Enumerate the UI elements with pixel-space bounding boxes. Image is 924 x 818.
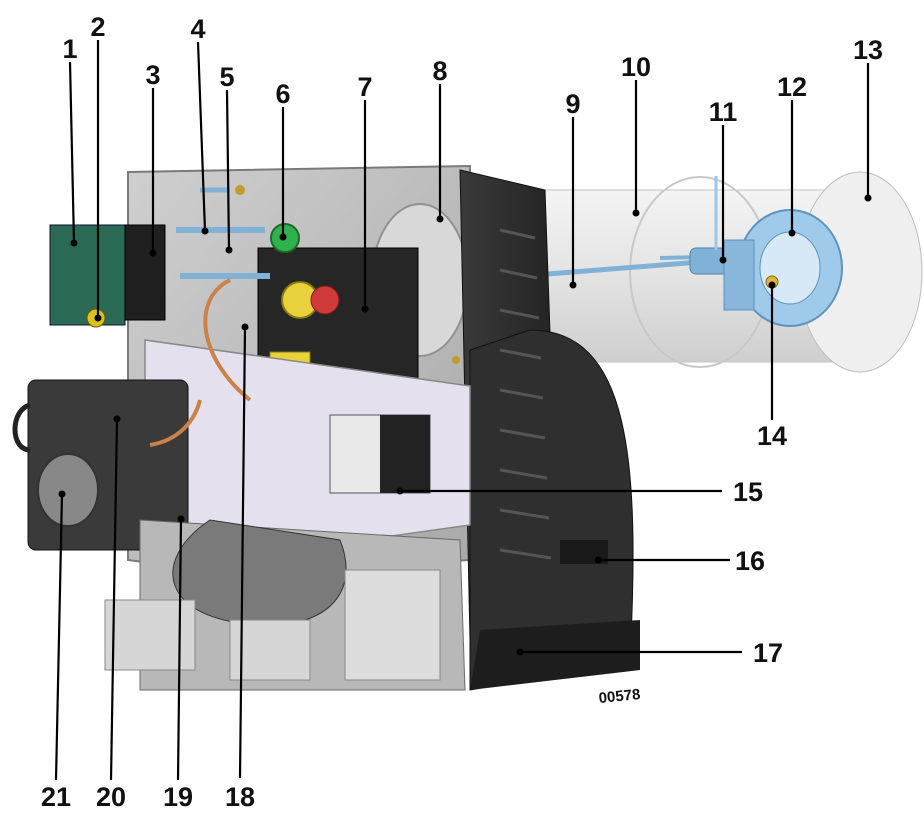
leader-lines <box>54 40 870 781</box>
callout-21: 21 <box>41 782 71 812</box>
callout-18: 18 <box>225 782 255 812</box>
callout-7: 7 <box>357 72 372 102</box>
leader-19 <box>176 518 183 781</box>
callout-3: 3 <box>145 60 160 90</box>
callout-15: 15 <box>733 477 763 507</box>
callout-16: 16 <box>735 546 765 576</box>
leader-endpoints <box>58 194 872 656</box>
motor-base <box>104 519 466 691</box>
callout-1: 1 <box>62 34 77 64</box>
callout-17: 17 <box>753 638 783 668</box>
leader-20 <box>109 418 119 781</box>
callout-2: 2 <box>90 12 105 42</box>
callout-4: 4 <box>190 14 205 44</box>
leader-4 <box>196 41 207 232</box>
burner-cover <box>459 169 640 691</box>
callout-9: 9 <box>565 89 580 119</box>
connecting-rods <box>176 187 270 279</box>
cover-ribs <box>499 228 552 560</box>
callout-12: 12 <box>777 72 807 102</box>
solenoid-valve <box>49 224 166 328</box>
callout-labels: 1 2 3 4 5 6 7 8 9 10 11 12 13 14 15 16 1… <box>41 12 883 812</box>
callout-10: 10 <box>621 52 651 82</box>
pump <box>12 379 189 551</box>
callout-6: 6 <box>275 79 290 109</box>
callout-14: 14 <box>757 421 787 451</box>
figure-code: 00578 <box>598 686 641 707</box>
leader-5 <box>225 89 231 251</box>
diffuser-disc <box>723 209 843 327</box>
callout-20: 20 <box>96 782 126 812</box>
copper-line <box>149 278 252 447</box>
callout-11: 11 <box>709 97 738 127</box>
leader-18 <box>238 326 247 779</box>
callout-8: 8 <box>432 56 447 86</box>
callout-13: 13 <box>853 35 883 65</box>
leader-21 <box>54 493 64 781</box>
contactor <box>329 414 431 494</box>
callout-5: 5 <box>219 62 234 92</box>
control-box <box>257 223 419 391</box>
callout-19: 19 <box>163 782 193 812</box>
leader-1 <box>68 61 76 244</box>
